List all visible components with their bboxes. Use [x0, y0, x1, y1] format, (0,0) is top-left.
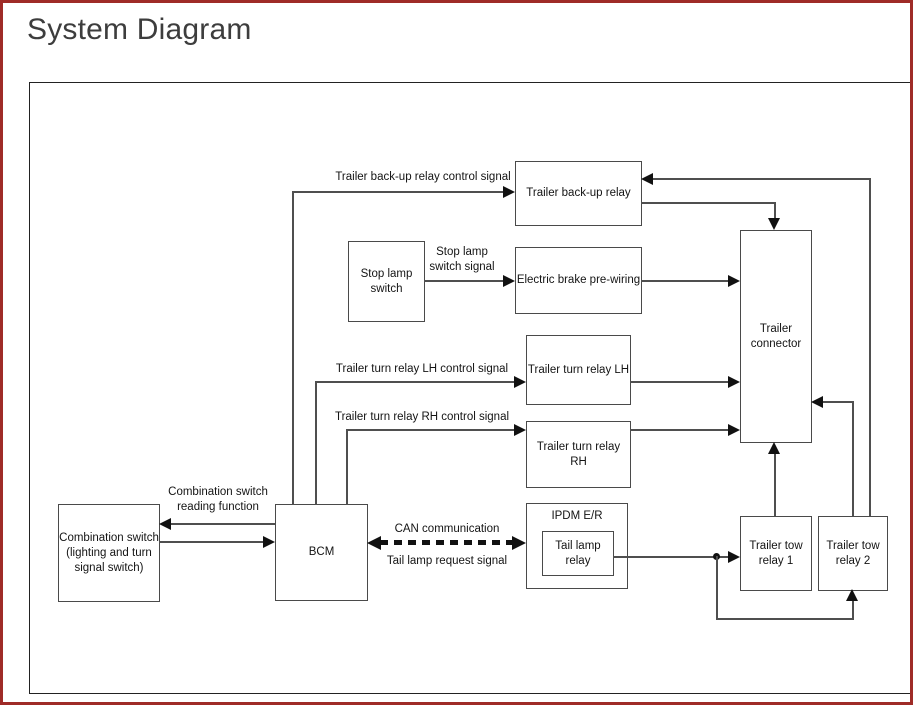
- box-label: Trailer tow: [749, 539, 803, 552]
- box-label: switch: [370, 282, 403, 295]
- connector-line-bcm-to-combo: [171, 523, 275, 525]
- signal-label-line: reading function: [177, 501, 259, 513]
- arrowhead: [514, 376, 526, 388]
- box-label: Tail lamp: [555, 539, 601, 552]
- box-label: connector: [750, 337, 802, 350]
- arrowhead: [728, 376, 740, 388]
- connector-line-feed-to-backup: [653, 178, 870, 180]
- connector-line-backup-out: [641, 202, 776, 204]
- connector-line-branch-down: [716, 556, 718, 619]
- connector-line-lh-control: [315, 381, 514, 383]
- trailer-tow-relay-1-box: Trailer tow relay 1: [740, 516, 812, 591]
- page-title: System Diagram: [27, 13, 252, 46]
- arrowhead: [503, 275, 515, 287]
- box-label: Trailer turn relay RH: [536, 440, 621, 468]
- connector-line-stop-lamp-signal: [424, 280, 503, 282]
- arrowhead: [728, 424, 740, 436]
- box-label: Combination switch: [59, 531, 159, 544]
- connector-line-bcm-to-backup: [292, 191, 294, 505]
- trailer-back-up-relay-box: Trailer back-up relay: [515, 161, 642, 226]
- connector-line-rh-control: [346, 429, 514, 431]
- box-label: Trailer tow: [826, 539, 880, 552]
- box-label: Trailer back-up relay: [526, 187, 631, 199]
- arrowhead: [641, 173, 653, 185]
- box-label: relay 1: [758, 554, 794, 567]
- arrowhead: [846, 589, 858, 601]
- connector-line-bcm-to-rh: [346, 429, 348, 505]
- signal-label-line: Combination switch: [168, 486, 268, 498]
- signal-label-can-communication: CAN communication: [394, 523, 500, 535]
- box-label: relay 2: [835, 554, 871, 567]
- connector-line-branch-bottom: [716, 618, 854, 620]
- box-label: (lighting and turn: [66, 546, 152, 559]
- connector-line-tail-lamp-out: [613, 556, 729, 558]
- connector-line-tow1-to-connector: [774, 452, 776, 516]
- connector-line-branch-up: [852, 600, 854, 619]
- arrowhead: [263, 536, 275, 548]
- connector-line-tow2-to-connector-h: [823, 401, 854, 403]
- box-label: signal switch): [74, 561, 144, 574]
- stop-lamp-switch-box: Stop lamp switch: [348, 241, 425, 322]
- signal-label-backup-relay-control: Trailer back-up relay control signal: [335, 171, 511, 183]
- box-label: Trailer turn relay LH: [527, 363, 630, 376]
- arrowhead: [512, 536, 526, 550]
- combination-switch-box: Combination switch (lighting and turn si…: [58, 504, 160, 602]
- bcm-box: BCM: [275, 504, 368, 601]
- arrowhead: [768, 218, 780, 230]
- connector-line-lh-to-connector: [630, 381, 728, 383]
- box-label: Trailer: [759, 322, 793, 335]
- arrowhead: [728, 275, 740, 287]
- box-label: Stop lamp: [360, 267, 413, 280]
- tail-lamp-relay-box: Tail lamp relay: [542, 531, 614, 576]
- trailer-turn-relay-rh-box: Trailer turn relay RH: [526, 421, 631, 488]
- can-bus-dashed-line: [380, 540, 513, 545]
- box-label: BCM: [308, 546, 335, 558]
- connector-line-brake-to-connector: [641, 280, 728, 282]
- arrowhead: [514, 424, 526, 436]
- signal-label-stop-lamp-switch: Stop lamp switch signal: [416, 245, 508, 275]
- box-label: IPDM E/R: [551, 510, 603, 522]
- signal-label-line: switch signal: [429, 261, 495, 273]
- trailer-connector-box: Trailer connector: [740, 230, 812, 443]
- arrowhead: [159, 518, 171, 530]
- signal-label-combination-reading: Combination switch reading function: [157, 485, 279, 515]
- trailer-turn-relay-lh-box: Trailer turn relay LH: [526, 335, 631, 405]
- arrowhead: [811, 396, 823, 408]
- box-label: relay: [565, 554, 591, 567]
- signal-label-turn-relay-rh-control: Trailer turn relay RH control signal: [334, 411, 510, 423]
- arrowhead: [503, 186, 515, 198]
- signal-label-line: Stop lamp: [436, 246, 488, 258]
- connector-line-tow2-feed: [869, 178, 871, 516]
- trailer-tow-relay-2-box: Trailer tow relay 2: [818, 516, 888, 591]
- connector-line-bcm-to-lh: [315, 381, 317, 505]
- connector-line-tow2-to-connector: [852, 401, 854, 516]
- arrowhead: [768, 442, 780, 454]
- box-label: Electric brake pre-wiring: [516, 274, 641, 286]
- connector-line-rh-to-connector: [630, 429, 728, 431]
- connector-line-backup-out-down: [774, 202, 776, 219]
- signal-label-turn-relay-lh-control: Trailer turn relay LH control signal: [335, 363, 509, 375]
- arrowhead: [367, 536, 381, 550]
- connector-line-combo-to-bcm: [159, 541, 264, 543]
- arrowhead: [728, 551, 740, 563]
- signal-label-tail-lamp-request: Tail lamp request signal: [386, 555, 508, 567]
- electric-brake-pre-wiring-box: Electric brake pre-wiring: [515, 247, 642, 314]
- connector-line-backup-control: [292, 191, 504, 193]
